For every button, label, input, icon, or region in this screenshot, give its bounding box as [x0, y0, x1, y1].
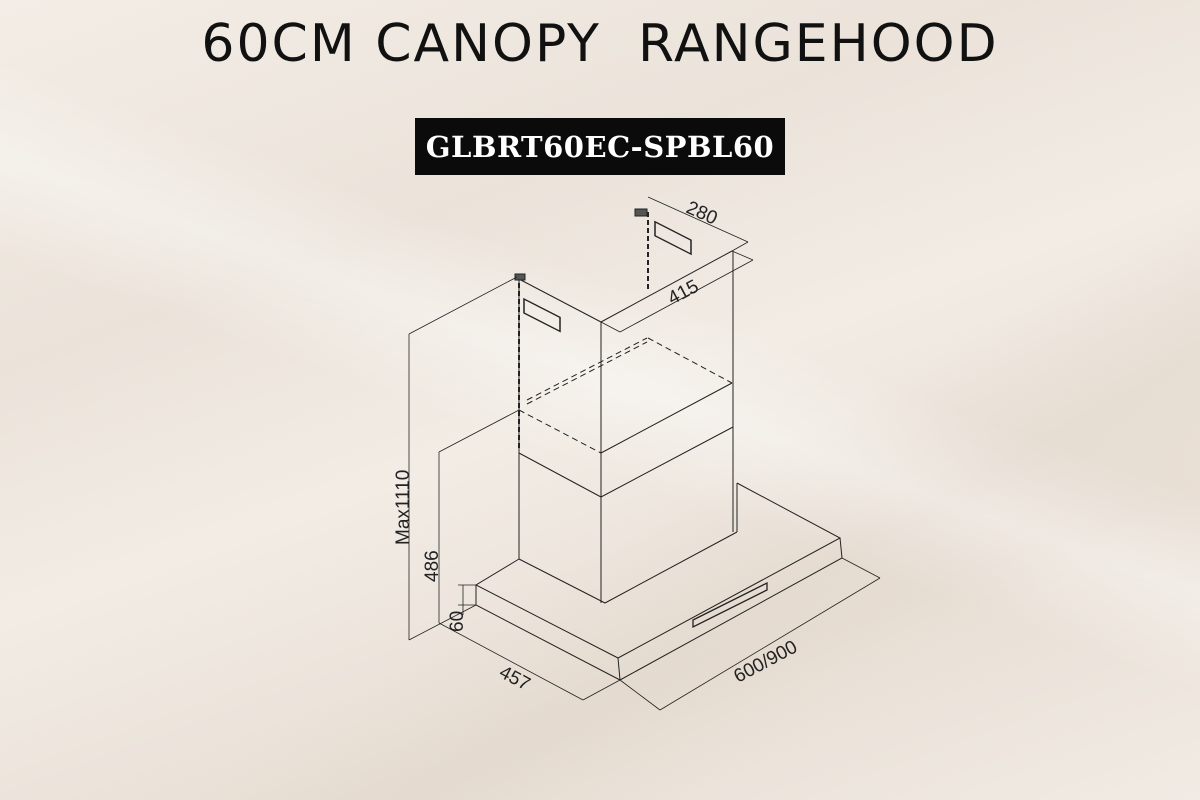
chimney [516, 212, 738, 604]
mount-brackets [514, 208, 648, 281]
dim-600-900: 600/900 [730, 637, 801, 688]
model-badge: GLBRT60EC-SPBL60 [415, 118, 785, 175]
dim-457: 457 [496, 662, 534, 695]
page-title: 60CM CANOPY RANGEHOOD [201, 14, 999, 74]
vent-slots [523, 220, 692, 333]
dim-max1110: Max1110 [393, 470, 414, 545]
dim-486: 486 [422, 550, 443, 582]
dim-60: 60 [447, 611, 468, 632]
dimension-lines [408, 196, 881, 711]
light-panel [692, 581, 768, 629]
dim-280: 280 [683, 197, 721, 229]
